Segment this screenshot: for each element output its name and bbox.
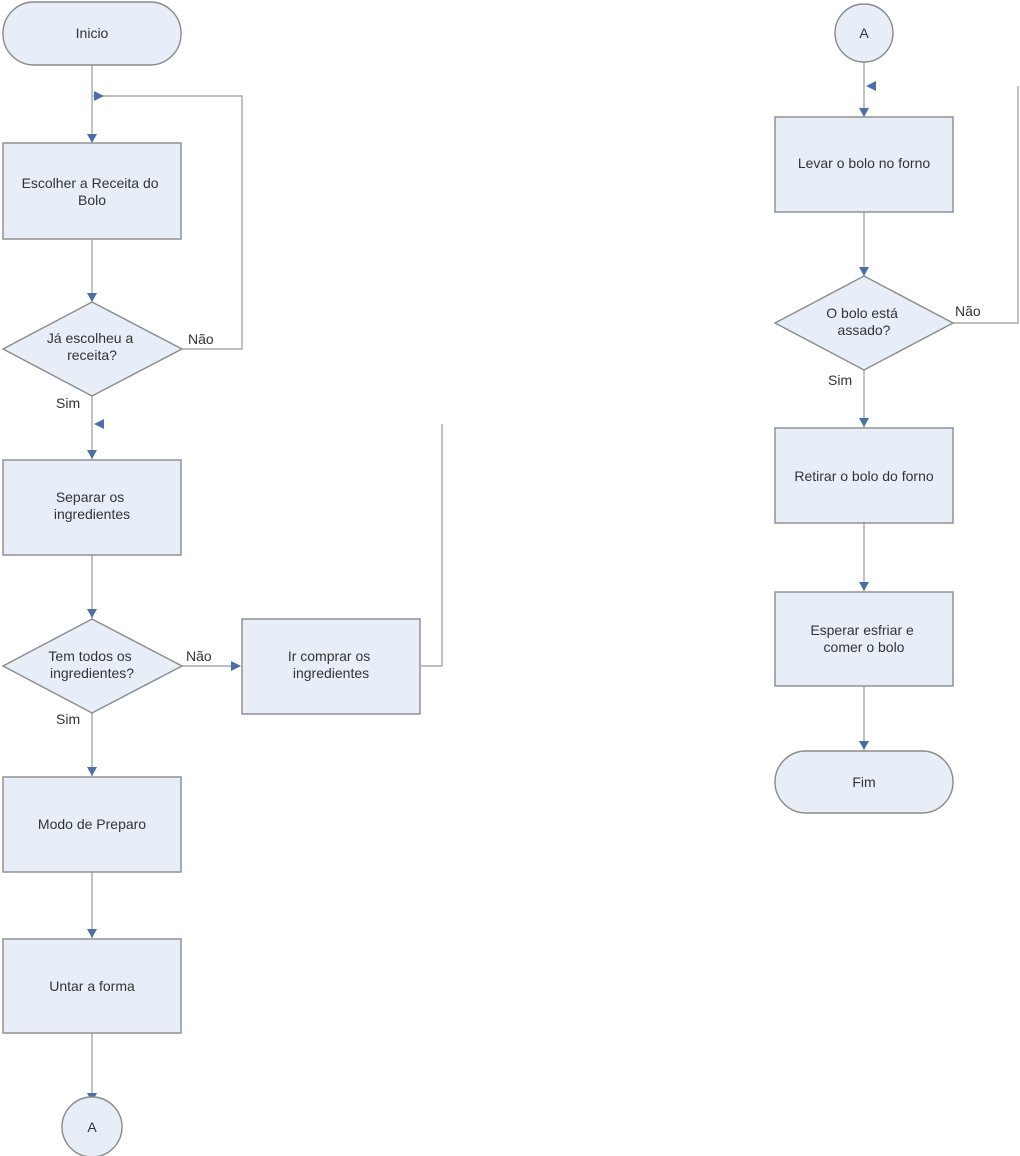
edge-label-tem-todos-nao: Não (186, 648, 212, 664)
arrowhead-down-retirar (859, 418, 869, 427)
node-retirar: Retirar o bolo do forno (775, 428, 953, 523)
edge-label-ja-escolheu-sim: Sim (56, 395, 80, 411)
arrowhead-down-decisao3 (859, 267, 869, 276)
edge-label-assado-nao: Não (955, 303, 981, 319)
node-bolo-assado: O bolo está assado? (775, 276, 953, 370)
arrowhead-down-separar (87, 450, 97, 459)
node-tem-todos: Tem todos os ingredientes? (3, 619, 182, 713)
node-fim: Fim (775, 751, 953, 813)
arrowhead-down-untar (87, 929, 97, 938)
node-retirar-label: Retirar o bolo do forno (794, 468, 934, 484)
edge-label-tem-todos-sim: Sim (56, 711, 80, 727)
node-modo-preparo: Modo de Preparo (3, 777, 181, 872)
node-tem-todos-label: Tem todos os ingredientes? (48, 648, 135, 681)
node-inicio: Inicio (3, 2, 181, 65)
arrowhead-left-loop-forno (866, 81, 876, 91)
node-untar-label: Untar a forma (49, 978, 135, 994)
node-separar: Separar os ingredientes (3, 460, 181, 555)
node-levar-forno-label: Levar o bolo no forno (798, 155, 931, 171)
arrowhead-down-fim (859, 741, 869, 750)
arrowheads (87, 81, 876, 1102)
node-untar: Untar a forma (3, 939, 181, 1033)
arrowhead-left-retorno (94, 419, 104, 429)
arrowhead-left-loop (94, 91, 104, 101)
node-modo-preparo-label: Modo de Preparo (38, 816, 146, 832)
node-conector-a-saida: A (62, 1097, 122, 1156)
process-shape (3, 143, 181, 239)
arrowhead-down-preparo (87, 767, 97, 776)
node-conector-a-saida-label: A (87, 1119, 97, 1135)
node-esperar: Esperar esfriar e comer o bolo (775, 592, 953, 686)
node-inicio-label: Inicio (76, 25, 109, 41)
node-levar-forno: Levar o bolo no forno (775, 117, 953, 212)
edge-label-assado-sim: Sim (828, 372, 852, 388)
node-esperar-label: Esperar esfriar e comer o bolo (810, 622, 917, 655)
arrowhead-down-decisao1 (87, 293, 97, 302)
edge-assado-nao-loop (953, 86, 1018, 323)
node-ir-comprar-label: Ir comprar os ingredientes (288, 648, 374, 681)
node-fim-label: Fim (852, 774, 875, 790)
node-conector-a-entrada-label: A (859, 25, 869, 41)
node-ir-comprar: Ir comprar os ingredientes (242, 619, 420, 714)
arrowhead-down-decisao2 (87, 609, 97, 618)
arrowhead-right-comprar (231, 661, 241, 671)
edge-label-ja-escolheu-nao: Não (188, 331, 214, 347)
edge-comprar-retorno (421, 424, 442, 666)
node-bolo-assado-label: O bolo está assado? (826, 305, 902, 338)
node-separar-label: Separar os ingredientes (54, 489, 130, 522)
node-escolher-receita: Escolher a Receita do Bolo (3, 143, 181, 239)
arrowhead-down-esperar (859, 582, 869, 591)
arrowhead-down-forno (859, 108, 869, 117)
node-conector-a-entrada: A (835, 4, 893, 62)
node-ja-escolheu: Já escolheu a receita? (3, 302, 182, 396)
arrowhead-down-escolher (87, 134, 97, 143)
